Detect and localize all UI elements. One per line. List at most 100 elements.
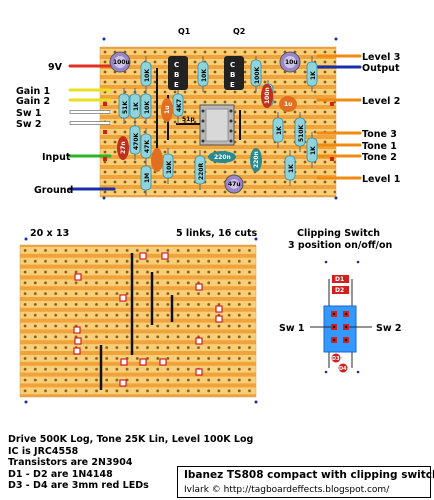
elec-cap-47u: 47u [224, 174, 244, 194]
resistor-1k-e: 1K [284, 150, 296, 186]
resistor-10k-c: 10K [140, 88, 152, 124]
cap-4k7-orange [151, 148, 163, 172]
cut-view-cuts [73, 252, 223, 387]
label-level-1: Level 1 [362, 174, 400, 185]
left-labels: 9V Gain 1 Gain 2 Sw 1 Sw 2 Input Ground [16, 62, 73, 196]
board-size-label: 20 x 13 [30, 228, 69, 239]
film-caps: 27n 1u 220n 220n 100n 1u 51p [117, 84, 297, 172]
svg-text:220n: 220n [253, 151, 260, 168]
cap-1u-left: 1u [161, 98, 173, 122]
svg-text:100K: 100K [254, 66, 261, 84]
svg-text:1K: 1K [310, 146, 317, 155]
label-gain-2: Gain 2 [16, 96, 50, 107]
top-cuts [103, 102, 334, 161]
label-level-2: Level 2 [362, 96, 400, 107]
label-output: Output [362, 63, 400, 74]
svg-text:47u: 47u [228, 181, 241, 188]
svg-text:4K7: 4K7 [176, 99, 183, 112]
svg-text:B: B [230, 71, 235, 79]
led-d4: D4 [338, 363, 348, 373]
cut-view-links [99, 253, 174, 390]
links-cuts-label: 5 links, 16 cuts [176, 228, 258, 239]
label-sw-2: Sw 2 [16, 119, 42, 130]
note-transistors: Transistors are 2N3904 [8, 457, 133, 468]
resistor-10k-b: 10K [197, 56, 209, 92]
cap-1u-right: 1u [279, 96, 297, 112]
svg-text:E: E [174, 81, 179, 89]
label-input: Input [42, 152, 71, 163]
right-wires [316, 54, 362, 180]
resistor-4k7: 4K7 [172, 88, 184, 124]
elec-cap-10u: 10u [279, 51, 301, 73]
svg-text:470K: 470K [133, 132, 140, 150]
label-tone-1: Tone 1 [362, 141, 397, 152]
svg-text:B: B [174, 71, 179, 79]
switch-sw2-label: Sw 2 [376, 323, 402, 334]
svg-text:10K: 10K [144, 69, 151, 82]
note-diodes: D1 - D2 are 1N4148 [8, 468, 113, 480]
resistor-100k: 100K [250, 56, 262, 92]
svg-text:1u: 1u [164, 106, 171, 114]
resistor-1k-b: 1K [129, 88, 141, 124]
svg-text:1K: 1K [133, 102, 140, 111]
cap-220n-b: 220n [250, 148, 262, 172]
label-tone-2: Tone 2 [362, 152, 397, 163]
cap-51p: 51p [182, 116, 195, 123]
corner-markers [24, 37, 338, 404]
q2-label: Q2 [233, 27, 245, 36]
elec-cap-100u: 100u [109, 51, 131, 73]
svg-text:D3: D3 [332, 356, 340, 362]
label-level-3: Level 3 [362, 52, 400, 63]
svg-text:220n: 220n [214, 154, 231, 161]
ic-socket [199, 104, 235, 146]
clipping-switch-subtitle: 3 position on/off/on [288, 240, 393, 251]
title-box: Ibanez TS808 compact with clipping switc… [177, 466, 434, 498]
svg-text:51p: 51p [182, 116, 195, 123]
resistor-1k-c: 1K [272, 112, 284, 148]
clipping-switch-title: Clipping Switch [297, 228, 380, 239]
svg-text:100u: 100u [113, 59, 130, 66]
svg-text:D1: D1 [335, 276, 344, 283]
svg-text:1K: 1K [310, 71, 317, 80]
note-ic: IC is JRC4558 [8, 445, 79, 457]
resistor-10k-d: 10K [162, 148, 174, 184]
resistor-51k: 51K [118, 88, 130, 124]
svg-text:100n: 100n [264, 87, 271, 104]
resistor-1k-top-right: 1K [306, 56, 318, 92]
svg-text:C: C [230, 61, 235, 69]
diode-d1: D1 [332, 275, 349, 283]
svg-text:D2: D2 [335, 287, 344, 294]
left-wires [68, 64, 116, 191]
resistor-470k: 470K [129, 120, 141, 160]
switch-body [323, 305, 357, 353]
svg-text:1K: 1K [276, 126, 283, 135]
svg-text:E: E [230, 81, 235, 89]
resistor-510k: 510K [294, 112, 306, 152]
note-leds: D3 - D4 are 3mm red LEDs [8, 480, 149, 491]
resistor-220r: 220R [194, 150, 206, 190]
svg-text:510K: 510K [298, 124, 305, 142]
note-pots: Drive 500K Log, Tone 25K Lin, Level 100K… [8, 434, 254, 445]
svg-text:10u: 10u [285, 59, 298, 66]
svg-text:10K: 10K [144, 101, 151, 114]
switch-sw1-label: Sw 1 [279, 323, 305, 334]
resistor-1k-d: 1K [306, 132, 318, 168]
label-tone-3: Tone 3 [362, 129, 397, 140]
diagram-credit: Ivlark © http://tagboardeffects.blogspot… [184, 485, 390, 495]
label-gain-1: Gain 1 [16, 86, 50, 97]
cap-27n: 27n [117, 136, 129, 160]
svg-text:D4: D4 [339, 366, 347, 372]
label-9v: 9V [48, 62, 63, 73]
right-labels: Level 3 Output Level 2 Tone 3 Tone 1 Ton… [362, 52, 400, 185]
svg-text:1M: 1M [144, 173, 151, 183]
build-notes: Drive 500K Log, Tone 25K Lin, Level 100K… [8, 434, 253, 492]
svg-text:10K: 10K [201, 69, 208, 82]
svg-text:220R: 220R [198, 162, 205, 180]
svg-text:51K: 51K [122, 101, 129, 114]
resistor-47k: 47K [140, 128, 152, 164]
diagram-title: Ibanez TS808 compact with clipping switc… [184, 469, 434, 481]
svg-text:47K: 47K [144, 140, 151, 153]
svg-text:1u: 1u [284, 101, 292, 108]
left-wire-outlines [69, 110, 111, 125]
